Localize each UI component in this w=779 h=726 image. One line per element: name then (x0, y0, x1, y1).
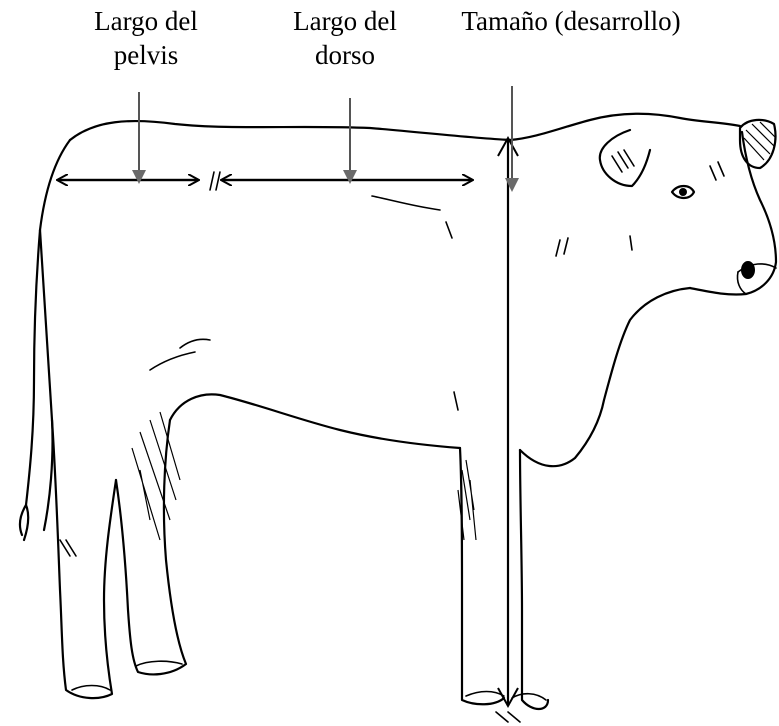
size-height-arrow (498, 86, 519, 706)
back-length-arrow (222, 98, 472, 184)
pelvis-pointer-head (132, 170, 146, 184)
back-pointer-head (343, 170, 357, 184)
break-mark (210, 172, 220, 190)
cow-outline (20, 114, 776, 709)
pelvis-length-arrow (58, 92, 198, 184)
ground-marks (496, 712, 520, 722)
